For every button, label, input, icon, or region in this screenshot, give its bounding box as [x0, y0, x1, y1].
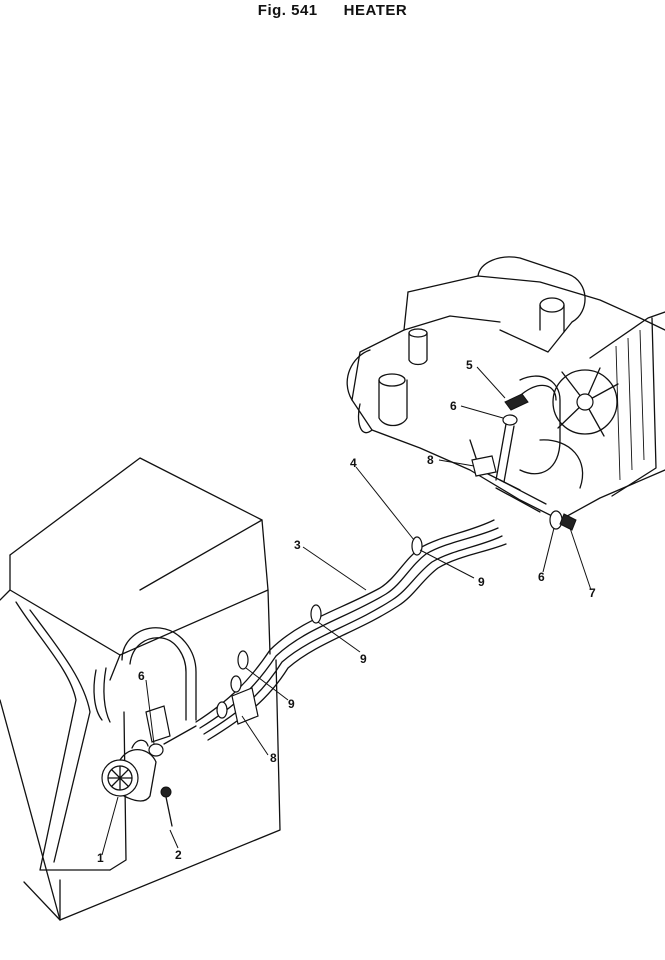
callout-8-engine: 8 — [427, 453, 434, 467]
figure-name: HEATER — [343, 2, 408, 19]
callout-8-cab: 8 — [270, 751, 277, 765]
callout-4: 4 — [350, 456, 357, 470]
callout-9-cab: 9 — [288, 697, 295, 711]
engine-assembly — [346, 256, 665, 531]
callout-9-right: 9 — [478, 575, 485, 589]
callout-6-engine-right: 6 — [538, 570, 545, 584]
callout-6-cab: 6 — [138, 669, 145, 683]
cab-assembly — [0, 457, 281, 921]
callout-2: 2 — [175, 848, 182, 862]
figure-number: 541 — [291, 2, 318, 19]
callout-numbers: 5 6 8 4 3 9 9 9 8 6 7 6 1 2 — [97, 358, 596, 865]
callout-1: 1 — [97, 851, 104, 865]
figure-title: Fig. 541 HEATER — [0, 2, 665, 19]
figure-label: Fig. — [257, 2, 287, 19]
callout-5: 5 — [466, 358, 473, 372]
heater-hoses — [195, 519, 507, 741]
leader-lines — [101, 366, 592, 856]
callout-3: 3 — [294, 538, 301, 552]
callout-9-mid: 9 — [360, 652, 367, 666]
callout-6-engine-top: 6 — [450, 399, 457, 413]
callout-7: 7 — [589, 586, 596, 600]
